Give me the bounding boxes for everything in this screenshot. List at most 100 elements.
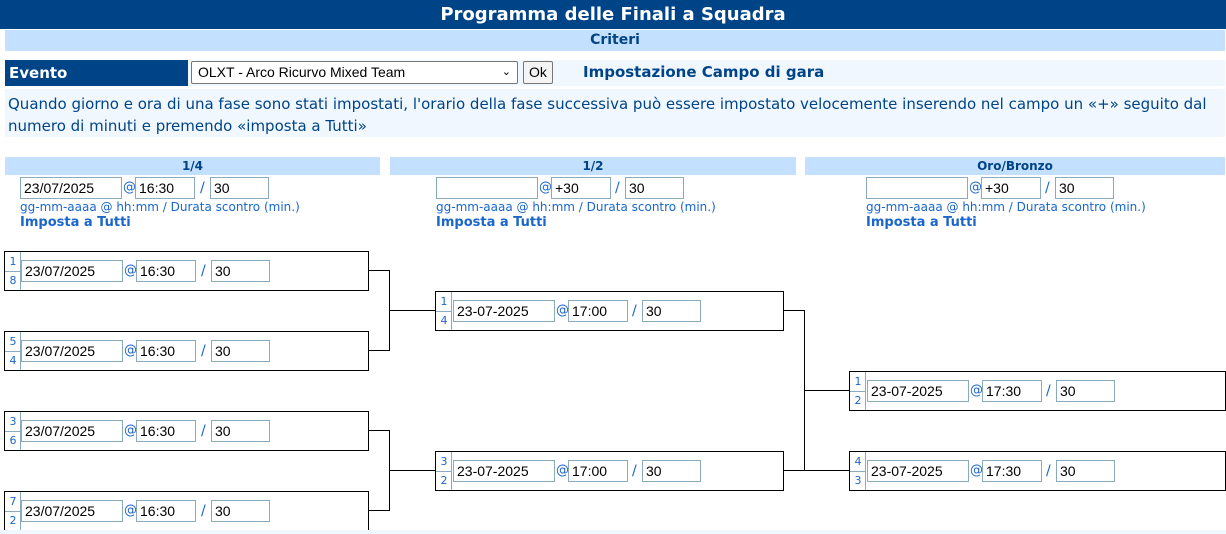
match-date-input[interactable]: 23/07/2025: [21, 420, 123, 442]
match-duration-input[interactable]: 30: [211, 340, 270, 362]
match-time-input[interactable]: 17:30: [982, 380, 1042, 402]
phase-duration-input-semi[interactable]: 30: [625, 177, 684, 199]
match-duration-input[interactable]: 30: [642, 460, 701, 482]
match-duration-input[interactable]: 30: [642, 300, 701, 322]
bracket-line: [369, 270, 389, 271]
set-all-link-final[interactable]: Imposta a Tutti: [866, 215, 977, 230]
format-hint: gg-mm-aaaa @ hh:mm / Durata scontro (min…: [436, 200, 716, 214]
phase-duration-input-final[interactable]: 30: [1055, 177, 1114, 199]
seed-number-a: 3: [5, 412, 21, 432]
bracket-line: [369, 350, 389, 351]
ok-button[interactable]: Ok: [523, 61, 553, 84]
evento-select-value: OLXT - Arco Ricurvo Mixed Team: [198, 64, 406, 80]
format-hint: gg-mm-aaaa @ hh:mm / Durata scontro (min…: [866, 200, 1146, 214]
bracket-line: [389, 470, 435, 471]
set-all-link-semi[interactable]: Imposta a Tutti: [436, 215, 547, 230]
at-sign: @: [556, 303, 569, 318]
seed-number-b: 8: [9, 274, 17, 287]
match-time-input[interactable]: 16:30: [136, 340, 196, 362]
match-date-input[interactable]: 23/07/2025: [21, 500, 123, 522]
at-sign: @: [124, 423, 137, 438]
phase-time-input-semi[interactable]: +30: [551, 177, 611, 199]
match-time-input[interactable]: 16:30: [136, 260, 196, 282]
at-sign: @: [970, 383, 983, 398]
match-date-input[interactable]: 23-07-2025: [453, 460, 555, 482]
match-duration-input[interactable]: 30: [1056, 380, 1115, 402]
match-box-quarter-1: 1 8 23/07/2025 @ 16:30 / 30: [4, 251, 369, 291]
seed-number-b: 4: [440, 314, 448, 327]
match-duration-input[interactable]: 30: [1056, 460, 1115, 482]
format-hint: gg-mm-aaaa @ hh:mm / Durata scontro (min…: [20, 200, 300, 214]
seed-number-a: 4: [850, 452, 866, 472]
seed-number-a: 1: [5, 252, 21, 272]
bracket-line: [389, 310, 435, 311]
seed-number-b: 6: [9, 434, 17, 447]
at-sign: @: [124, 343, 137, 358]
match-duration-input[interactable]: 30: [211, 500, 270, 522]
seed-number-a: 1: [850, 372, 866, 392]
info-text: Quando giorno e ora di una fase sono sta…: [5, 89, 1225, 137]
match-time-input[interactable]: 17:30: [982, 460, 1042, 482]
seed-number-a: 7: [5, 492, 21, 512]
slash-separator: /: [615, 180, 620, 196]
slash-separator: /: [1045, 180, 1050, 196]
match-time-input[interactable]: 16:30: [136, 500, 196, 522]
match-date-input[interactable]: 23/07/2025: [21, 260, 123, 282]
bracket-line: [369, 430, 389, 431]
at-sign: @: [539, 180, 552, 195]
bracket-line: [784, 310, 804, 311]
slash-separator: /: [201, 503, 206, 519]
match-duration-input[interactable]: 30: [211, 260, 270, 282]
match-duration-input[interactable]: 30: [211, 420, 270, 442]
match-box-final-2: 4 3 23-07-2025 @ 17:30 / 30: [849, 451, 1226, 491]
match-time-input[interactable]: 16:30: [136, 420, 196, 442]
slash-separator: /: [201, 423, 206, 439]
evento-select[interactable]: OLXT - Arco Ricurvo Mixed Team ⌄: [191, 61, 518, 84]
bracket-line: [784, 470, 804, 471]
match-date-input[interactable]: 23-07-2025: [453, 300, 555, 322]
phase-header-quarter: 1/4: [5, 157, 380, 175]
phase-duration-input-quarter[interactable]: 30: [210, 177, 269, 199]
match-box-final-1: 1 2 23-07-2025 @ 17:30 / 30: [849, 371, 1226, 411]
seed-number-a: 1: [436, 292, 452, 312]
phase-header-final: Oro/Bronzo: [805, 157, 1225, 175]
seed-number-b: 2: [9, 514, 17, 527]
match-box-quarter-4: 7 2 23/07/2025 @ 16:30 / 30: [4, 491, 369, 531]
slash-separator: /: [201, 263, 206, 279]
phase-date-input-final[interactable]: [866, 177, 968, 199]
at-sign: @: [969, 180, 982, 195]
slash-separator: /: [1046, 383, 1051, 399]
match-date-input[interactable]: 23-07-2025: [867, 380, 969, 402]
footer-band: [0, 530, 1226, 534]
bracket-line: [369, 510, 389, 511]
phase-header-semi: 1/2: [390, 157, 796, 175]
match-time-input[interactable]: 17:00: [568, 460, 628, 482]
match-date-input[interactable]: 23/07/2025: [21, 340, 123, 362]
match-time-input[interactable]: 17:00: [568, 300, 628, 322]
set-all-link-quarter[interactable]: Imposta a Tutti: [20, 215, 131, 230]
bracket-line: [804, 470, 849, 471]
match-box-quarter-3: 3 6 23/07/2025 @ 16:30 / 30: [4, 411, 369, 451]
evento-label: Evento: [5, 60, 188, 86]
at-sign: @: [124, 503, 137, 518]
page-title: Programma delle Finali a Squadra: [0, 0, 1226, 29]
match-box-semi-2: 3 2 23-07-2025 @ 17:00 / 30: [435, 451, 784, 491]
at-sign: @: [970, 463, 983, 478]
seed-number-b: 4: [9, 354, 17, 367]
seed-number-a: 3: [436, 452, 452, 472]
phase-time-input-final[interactable]: +30: [981, 177, 1041, 199]
at-sign: @: [123, 180, 136, 195]
phase-time-input-quarter[interactable]: 16:30: [135, 177, 195, 199]
slash-separator: /: [201, 343, 206, 359]
criteri-header: Criteri: [5, 30, 1225, 51]
match-date-input[interactable]: 23-07-2025: [867, 460, 969, 482]
bracket-line: [804, 390, 849, 391]
at-sign: @: [556, 463, 569, 478]
slash-separator: /: [632, 303, 637, 319]
phase-date-input-semi[interactable]: [436, 177, 538, 199]
seed-number-b: 2: [440, 474, 448, 487]
phase-date-input-quarter[interactable]: 23/07/2025: [20, 177, 122, 199]
slash-separator: /: [200, 180, 205, 196]
at-sign: @: [124, 263, 137, 278]
campo-gara-label: Impostazione Campo di gara: [583, 63, 825, 81]
